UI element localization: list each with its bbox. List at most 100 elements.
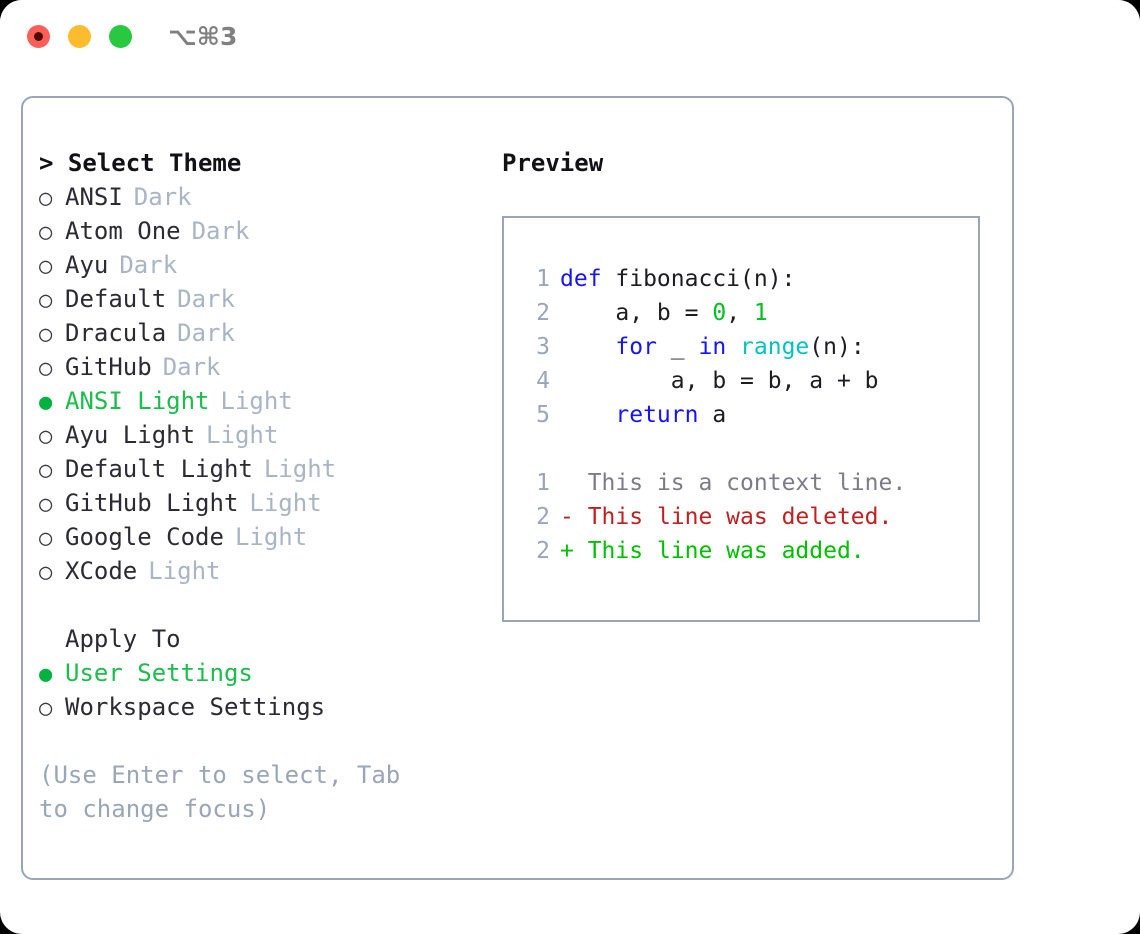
theme-variant-badge: Dark: [119, 251, 178, 279]
diff-line: 1 This is a context line.: [504, 466, 978, 500]
line-number: 1: [536, 266, 550, 292]
apply-to-label: Workspace Settings: [65, 693, 326, 721]
theme-variant-badge: Light: [220, 387, 293, 415]
code-token: _: [656, 334, 699, 360]
theme-name: Default Light: [65, 455, 253, 483]
apply-to-heading: Apply To: [65, 625, 181, 653]
apply-to-list[interactable]: ● User Settings ○ Workspace Settings: [39, 656, 479, 724]
theme-name: GitHub Light: [65, 489, 239, 517]
code-token: [560, 402, 615, 428]
theme-variant-badge: Light: [206, 421, 279, 449]
keyboard-hint: (Use Enter to select, Tab to change focu…: [39, 761, 415, 823]
code-line: 5 return a: [504, 398, 978, 432]
theme-variant-badge: Dark: [177, 285, 235, 313]
theme-name: Atom One: [65, 217, 181, 245]
radio-selected-icon: ●: [39, 390, 53, 415]
code-text: return a: [560, 398, 726, 432]
radio-unselected-icon: ○: [39, 492, 53, 517]
theme-variant-badge: Light: [249, 489, 322, 517]
theme-name: Dracula: [65, 319, 167, 347]
code-token: def: [560, 266, 602, 292]
theme-name: Google Code: [65, 523, 224, 551]
theme-name: Ayu: [65, 251, 109, 279]
code-token: ,: [726, 300, 754, 326]
theme-variant-badge: Light: [148, 557, 221, 585]
theme-variant-badge: Dark: [162, 353, 221, 381]
code-token: range: [740, 334, 810, 360]
preview-spacer: [504, 432, 978, 466]
code-line: 4 a, b = b, a + b: [504, 364, 978, 398]
theme-name: Ayu Light: [65, 421, 196, 449]
code-token: a, b =: [560, 300, 713, 326]
diff-text: This is a context line.: [573, 470, 907, 496]
code-token: in: [698, 334, 727, 360]
radio-unselected-icon: ○: [39, 458, 53, 483]
radio-unselected-icon: ○: [39, 186, 53, 211]
diff-marker: [560, 466, 574, 500]
code-text: a, b = b, a + b: [560, 364, 879, 398]
code-token: 0: [712, 300, 727, 326]
theme-variant-badge: Dark: [133, 183, 192, 211]
diff-marker: -: [560, 504, 574, 530]
theme-name: Default: [65, 285, 167, 313]
code-line: 1 def fibonacci(n):: [504, 262, 978, 296]
code-token: [726, 334, 740, 360]
radio-unselected-icon: ○: [39, 288, 53, 313]
theme-list-item[interactable]: ○ GitHub Light Light: [39, 486, 479, 520]
close-button[interactable]: [27, 25, 50, 48]
window-controls: [27, 25, 132, 48]
theme-list-item[interactable]: ○ Default Dark: [39, 282, 479, 316]
theme-list-item[interactable]: ○ Default Light Light: [39, 452, 479, 486]
apply-to-label: User Settings: [65, 659, 253, 687]
line-number: 3: [536, 334, 550, 360]
radio-unselected-icon: ○: [39, 322, 53, 347]
theme-variant-badge: Dark: [177, 319, 235, 347]
apply-to-option[interactable]: ○ Workspace Settings: [39, 690, 479, 724]
radio-unselected-icon: ○: [39, 220, 53, 245]
diff-marker: +: [560, 538, 574, 564]
diff-text: This line was added.: [573, 538, 865, 564]
diff-line: 2- This line was deleted.: [504, 500, 978, 534]
radio-selected-icon: ●: [39, 662, 53, 687]
minimize-button[interactable]: [68, 25, 91, 48]
theme-variant-badge: Light: [234, 523, 308, 551]
code-token: a: [698, 402, 727, 428]
page-title: > Select Theme: [39, 149, 242, 177]
theme-list-item[interactable]: ● ANSI Light Light: [39, 384, 479, 418]
theme-variant-badge: Light: [263, 455, 337, 483]
line-number: 4: [536, 368, 550, 394]
keyboard-shortcut-label: ⌥⌘3: [168, 22, 238, 51]
apply-to-option[interactable]: ● User Settings: [39, 656, 479, 690]
line-number: 1: [536, 470, 550, 496]
radio-unselected-icon: ○: [39, 254, 53, 279]
code-token: (n):: [809, 334, 865, 360]
radio-unselected-icon: ○: [39, 696, 53, 721]
theme-list-item[interactable]: ○ Dracula Dark: [39, 316, 479, 350]
diff-text: This line was deleted.: [573, 504, 893, 530]
theme-name: ANSI Light: [65, 387, 210, 415]
diff-line: 2 + This line was added.: [504, 534, 978, 568]
code-token: for: [615, 334, 657, 360]
line-number: 2: [536, 538, 550, 564]
line-number: 2: [536, 300, 550, 326]
code-text: def fibonacci(n):: [560, 262, 795, 296]
code-text: a, b = 0, 1: [560, 296, 768, 330]
code-line: 3 for _ in range(n):: [504, 330, 978, 364]
code-token: a, b = b, a + b: [560, 368, 879, 394]
code-text: for _ in range(n):: [560, 330, 865, 364]
code-token: 1: [753, 300, 768, 326]
maximize-button[interactable]: [109, 25, 132, 48]
code-token: fibonacci(n):: [601, 266, 796, 292]
theme-list-item[interactable]: ○ Ayu Dark: [39, 248, 479, 282]
